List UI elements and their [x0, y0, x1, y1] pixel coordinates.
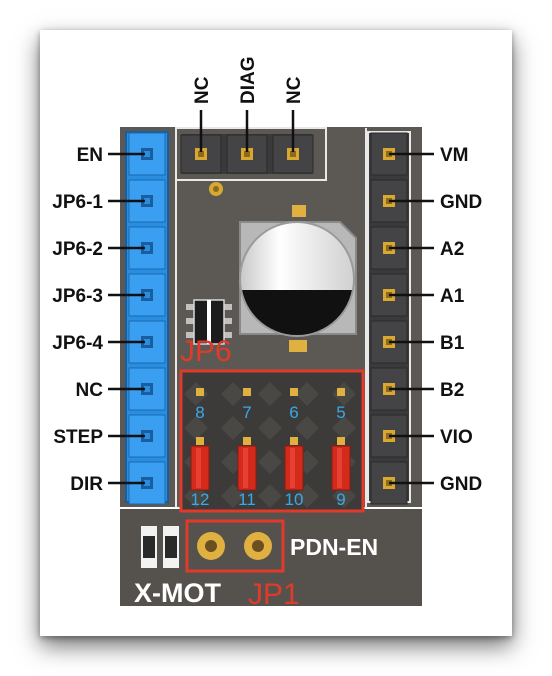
jumper-pin	[337, 388, 345, 396]
right-pin-label: A1	[440, 286, 465, 307]
smd-resistors	[141, 526, 179, 568]
left-pin-label: JP6-3	[52, 286, 103, 307]
jumper-pattern-tile	[258, 484, 282, 508]
right-pin-label: VM	[440, 145, 469, 166]
jumper-pattern-tile	[184, 416, 208, 440]
jp1-pads	[197, 532, 272, 560]
top-pin-label: NC	[284, 76, 305, 104]
left-pin-label: JP6-2	[52, 239, 103, 260]
jp1-label: JP1	[248, 578, 300, 611]
jumper-pattern-tile	[258, 450, 282, 474]
left-pin-label: JP6-1	[52, 192, 103, 213]
right-pin-label: B2	[440, 380, 464, 401]
jumper-top-number: 6	[289, 403, 298, 422]
jumper-pin	[243, 437, 251, 445]
jumper-bottom-number: 11	[238, 490, 256, 509]
right-pin-label: VIO	[440, 427, 473, 448]
right-pin-label: GND	[440, 474, 482, 495]
jumper-pattern-tile	[332, 416, 356, 440]
right-pin-label: A2	[440, 239, 464, 260]
board-name-label: X-MOT	[134, 578, 221, 608]
jumper-bottom-number: 12	[191, 490, 210, 509]
jumper-pattern-tile	[295, 416, 319, 440]
jumper-pin	[196, 388, 204, 396]
jumper-pin	[243, 388, 251, 396]
pdn-en-label: PDN-EN	[290, 534, 378, 560]
jumper-pattern-tile	[258, 382, 282, 406]
left-pin-label: EN	[77, 145, 103, 166]
jp6-highlight-box	[179, 369, 365, 513]
right-pin-label: GND	[440, 192, 482, 213]
right-pin-label: B1	[440, 333, 465, 354]
left-pin-label: DIR	[70, 474, 103, 495]
jumper-pin	[337, 437, 345, 445]
capacitor	[239, 205, 357, 352]
top-pin-label: DIAG	[238, 57, 259, 105]
top-pin-label: NC	[192, 76, 213, 104]
jumper-pattern-tile	[221, 382, 245, 406]
jumper-pin	[196, 437, 204, 445]
jumper-pin	[290, 388, 298, 396]
jumper-pin	[290, 437, 298, 445]
jp6-label: JP6	[180, 335, 232, 368]
sot-ic	[186, 299, 232, 345]
jumper-bottom-number: 9	[336, 490, 345, 509]
left-pin-label: NC	[76, 380, 104, 401]
jumper-pattern-tile	[295, 382, 319, 406]
jumper-top-number: 7	[242, 403, 251, 422]
left-pin-label: STEP	[53, 427, 103, 448]
jp1-highlight-box	[185, 519, 285, 573]
jumper-pattern-tile	[221, 416, 245, 440]
jumper-pattern-tile	[258, 416, 282, 440]
jumper-top-number: 8	[195, 403, 204, 422]
top-header-outline	[175, 127, 327, 181]
left-pin-label: JP6-4	[52, 333, 103, 354]
jumper-top-number: 5	[336, 403, 345, 422]
jumper-bottom-number: 10	[285, 490, 304, 509]
